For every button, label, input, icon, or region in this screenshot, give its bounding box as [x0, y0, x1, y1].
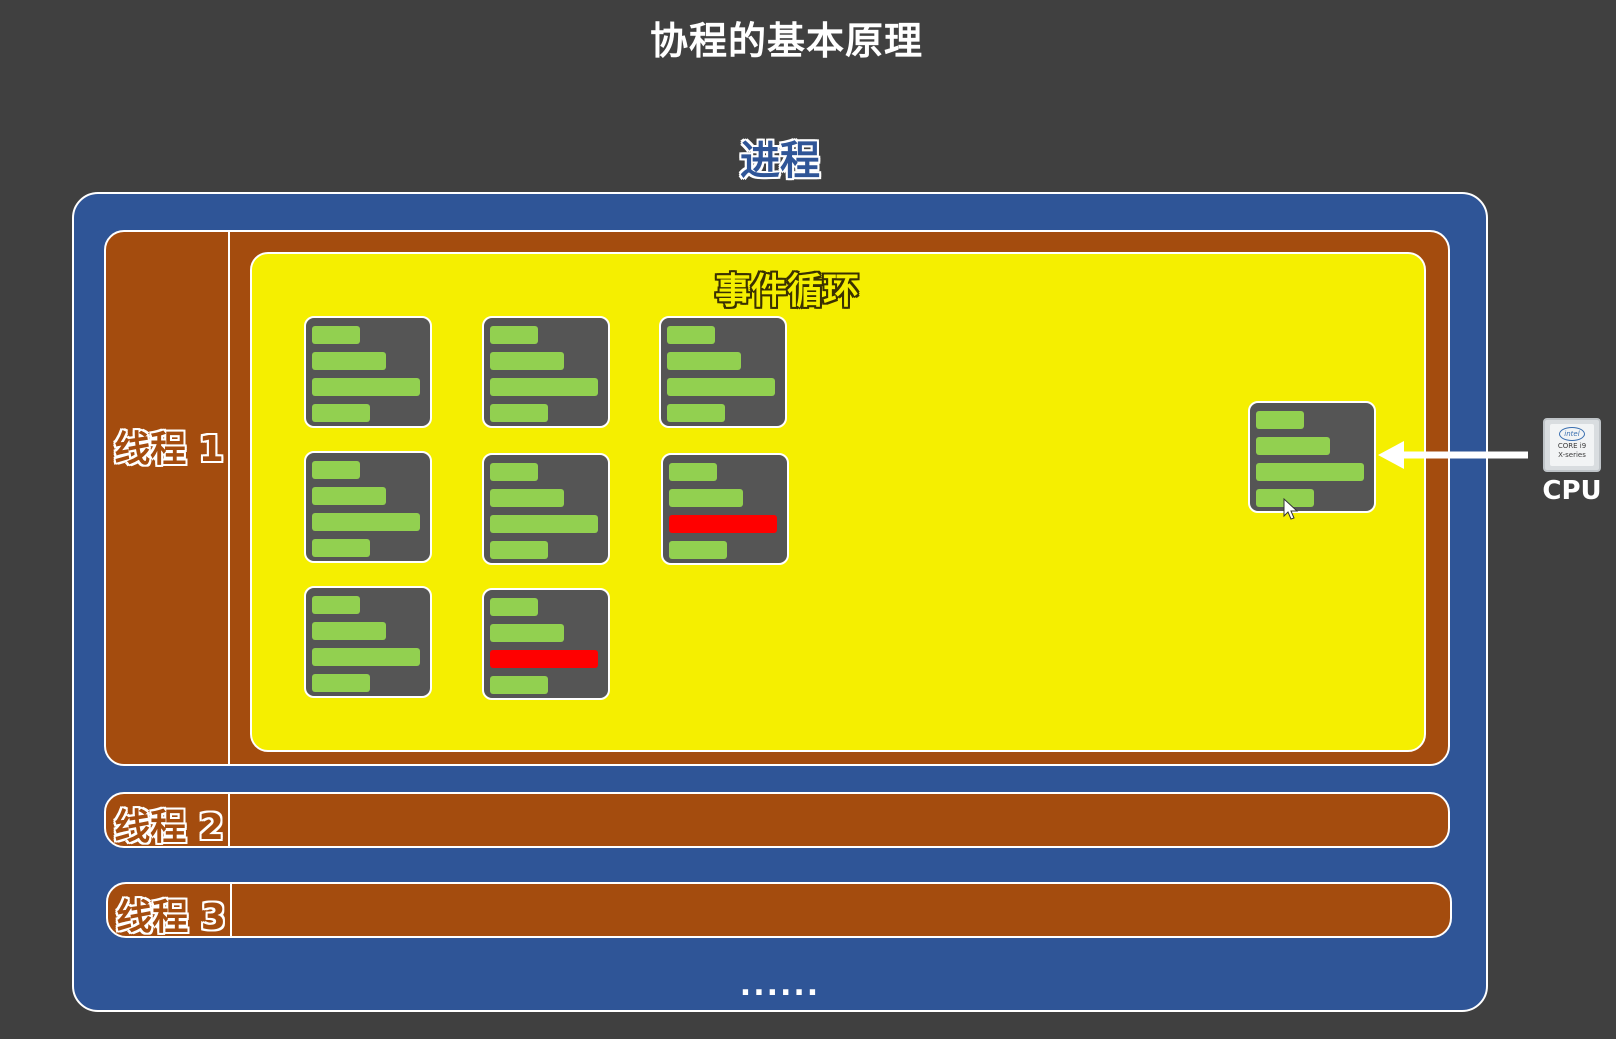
mouse-cursor-icon — [1283, 498, 1299, 520]
cpu-brand: intel — [1559, 427, 1585, 441]
coroutine-task — [304, 451, 432, 563]
coroutine-task-blocked — [482, 588, 610, 700]
process-title: 进程 — [740, 138, 820, 184]
coroutine-task — [304, 316, 432, 428]
blocked-step — [490, 650, 598, 668]
coroutine-task — [482, 453, 610, 565]
cpu-chip-icon: intel CORE i9 X-series — [1543, 418, 1601, 472]
event-loop-title: 事件循环 — [714, 271, 859, 312]
cpu-model: CORE i9 — [1557, 442, 1587, 450]
cpu-series: X-series — [1558, 451, 1586, 459]
arrow-left-icon — [1378, 441, 1528, 469]
cpu: intel CORE i9 X-series CPU — [1540, 418, 1604, 510]
thread-1: 线程 1 事件循环 — [104, 230, 1450, 766]
coroutine-task — [304, 586, 432, 698]
thread-2-divider — [228, 794, 230, 846]
cpu-label: CPU — [1542, 476, 1602, 506]
thread-3: 线程 3 — [106, 882, 1452, 938]
thread-2-label: 线程 2 — [114, 807, 224, 848]
more-threads-ellipsis: ...... — [739, 968, 821, 1003]
thread-3-divider — [230, 884, 232, 936]
thread-1-divider — [228, 232, 230, 764]
coroutine-task-blocked — [661, 453, 789, 565]
page-title: 协程的基本原理 — [649, 19, 923, 63]
blocked-step — [669, 515, 777, 533]
running-coroutine-task — [1248, 401, 1376, 513]
coroutine-task — [659, 316, 787, 428]
event-loop: 事件循环 — [250, 252, 1426, 752]
coroutine-task — [482, 316, 610, 428]
thread-1-label: 线程 1 — [114, 429, 224, 470]
thread-3-label: 线程 3 — [116, 897, 226, 938]
thread-2: 线程 2 — [104, 792, 1450, 848]
process-box: 线程 1 事件循环 — [72, 192, 1488, 1012]
